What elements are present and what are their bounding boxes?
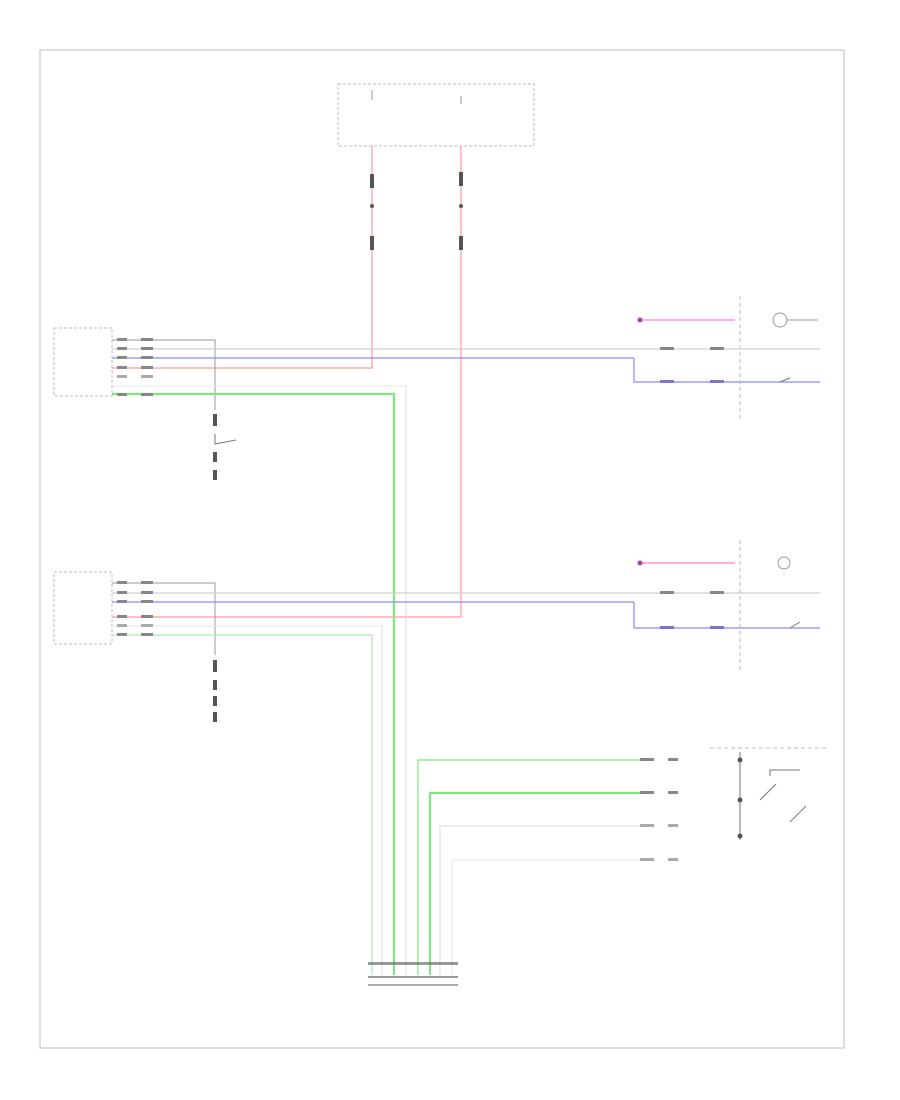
driver-buckle <box>213 414 237 480</box>
diagram-frame <box>39 49 845 1049</box>
wire-connectors-top <box>370 172 463 250</box>
rear-sensor-wires <box>417 758 678 958</box>
passenger-wires <box>112 582 820 958</box>
wire-red <box>112 146 462 618</box>
junction-box <box>337 83 535 147</box>
driver-pin-labels <box>117 338 153 396</box>
bottom-connector <box>368 958 458 986</box>
left-pretensioner <box>637 296 818 420</box>
side-module <box>710 747 826 840</box>
driver-wires <box>112 339 820 958</box>
passenger-buckle <box>213 660 217 722</box>
passenger-pin-labels <box>117 581 153 636</box>
passenger-module <box>53 571 113 645</box>
right-pretensioner <box>637 540 801 672</box>
driver-module <box>53 327 113 397</box>
